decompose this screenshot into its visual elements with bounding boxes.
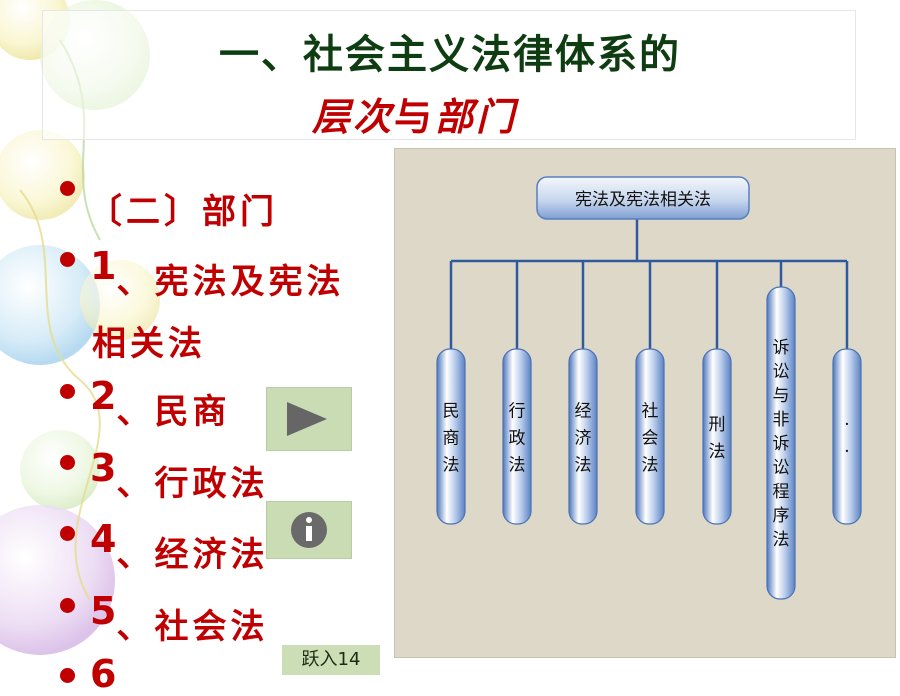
branch-node: 经济法 <box>568 348 598 525</box>
bullet-dot <box>60 252 75 267</box>
jump-to-slide-button[interactable]: 跃入14 <box>282 645 380 675</box>
branch-node: 诉讼与非诉讼程序法 <box>766 286 796 600</box>
root-node: 宪法及宪法相关法 <box>536 176 750 220</box>
law-hierarchy-diagram: 宪法及宪法相关法 民商法 行政法 经济法 社会法 刑法 诉讼与非诉讼程序法 ·· <box>394 148 896 658</box>
bullet-item: 2、民商 <box>90 370 230 432</box>
bullet-item: 4、经济法 <box>90 513 268 575</box>
bullet-dot <box>60 384 75 399</box>
play-button[interactable] <box>266 387 352 451</box>
bullet-item: 6 <box>90 652 116 696</box>
root-node-label: 宪法及宪法相关法 <box>575 190 711 210</box>
bullet-text: 〔二〕部门 <box>88 192 278 232</box>
branch-node: 刑法 <box>702 348 732 525</box>
branch-node: 民商法 <box>436 348 466 525</box>
subtitle-part-3: 部门 <box>435 94 518 139</box>
play-icon <box>287 402 327 436</box>
bullet-number: 2 <box>90 374 117 418</box>
bullet-text: 、宪法及宪法 <box>116 262 345 302</box>
branch-node-label: 行政法 <box>509 401 526 475</box>
title-box <box>42 10 856 140</box>
bullet-text: 、经济法 <box>116 535 269 575</box>
bullet-number: 4 <box>90 517 117 561</box>
branch-node: 行政法 <box>502 348 532 525</box>
bullet-text: 相关法 <box>92 324 206 364</box>
bullet-dot <box>60 668 75 683</box>
subtitle-part-1: 层次 <box>312 94 395 139</box>
bullet-number: 1 <box>90 244 117 288</box>
bullet-item: 1、宪法及宪法 <box>90 240 344 302</box>
bullet-number: 6 <box>90 652 117 696</box>
branch-node: ·· <box>832 348 862 525</box>
branch-node: 社会法 <box>635 348 665 525</box>
subtitle-part-2: 与 <box>394 95 436 139</box>
bullet-number: 5 <box>90 589 117 633</box>
branch-node-label: 刑法 <box>709 415 726 462</box>
bullet-dot <box>60 598 75 613</box>
branch-node-label: 民商法 <box>443 401 460 475</box>
bullet-item: 5、社会法 <box>90 585 268 647</box>
bullet-dot <box>60 455 75 470</box>
bullet-item: 〔二〕部门 <box>88 184 278 233</box>
info-icon <box>291 512 327 548</box>
info-button[interactable] <box>266 501 352 559</box>
bullet-number: 3 <box>90 446 117 490</box>
diagram-canvas: 宪法及宪法相关法 民商法 行政法 经济法 社会法 刑法 诉讼与非诉讼程序法 ·· <box>436 176 862 600</box>
slide-title: 一、社会主义法律体系的 <box>219 32 681 78</box>
branch-node-label: 社会法 <box>642 401 659 475</box>
bullet-dot <box>60 181 75 196</box>
branch-node-label: 诉讼与非诉讼程序法 <box>773 338 790 550</box>
bullet-dot <box>60 526 75 541</box>
bullet-text: 、社会法 <box>116 607 269 647</box>
bullet-item-continuation: 相关法 <box>92 316 206 365</box>
bullet-item: 3、行政法 <box>90 442 268 504</box>
bullet-text: 、民商 <box>116 392 231 432</box>
bullet-text: 、行政法 <box>116 464 269 504</box>
slide-subtitle: 层次与部门 <box>312 86 517 141</box>
branch-node-label: ·· <box>844 415 849 462</box>
branch-node-label: 经济法 <box>575 401 592 475</box>
